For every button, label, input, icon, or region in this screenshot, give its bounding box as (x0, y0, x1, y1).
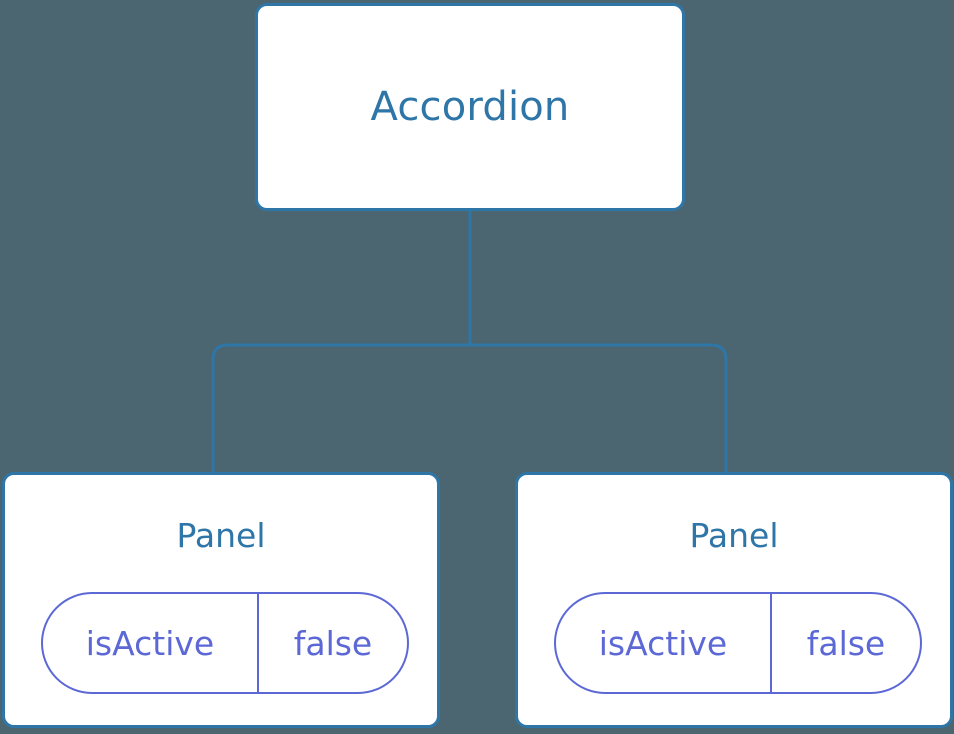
component-node-panel-1-label: Panel (689, 516, 779, 555)
component-node-panel-0-label: Panel (176, 516, 266, 555)
component-node-panel-0[interactable]: Panel isActive false (2, 472, 440, 728)
state-key-panel-0: isActive (43, 594, 259, 692)
state-value-panel-1: false (806, 623, 886, 663)
component-node-accordion[interactable]: Accordion (255, 3, 685, 211)
state-key-panel-1: isActive (556, 594, 772, 692)
component-node-panel-1[interactable]: Panel isActive false (515, 472, 953, 728)
state-value-panel-0: false (293, 623, 373, 663)
state-pill-panel-1[interactable]: isActive false (554, 592, 922, 694)
component-node-accordion-label: Accordion (370, 84, 570, 130)
state-pill-panel-0[interactable]: isActive false (41, 592, 409, 694)
edge-accordion-to-panels (211, 343, 728, 472)
